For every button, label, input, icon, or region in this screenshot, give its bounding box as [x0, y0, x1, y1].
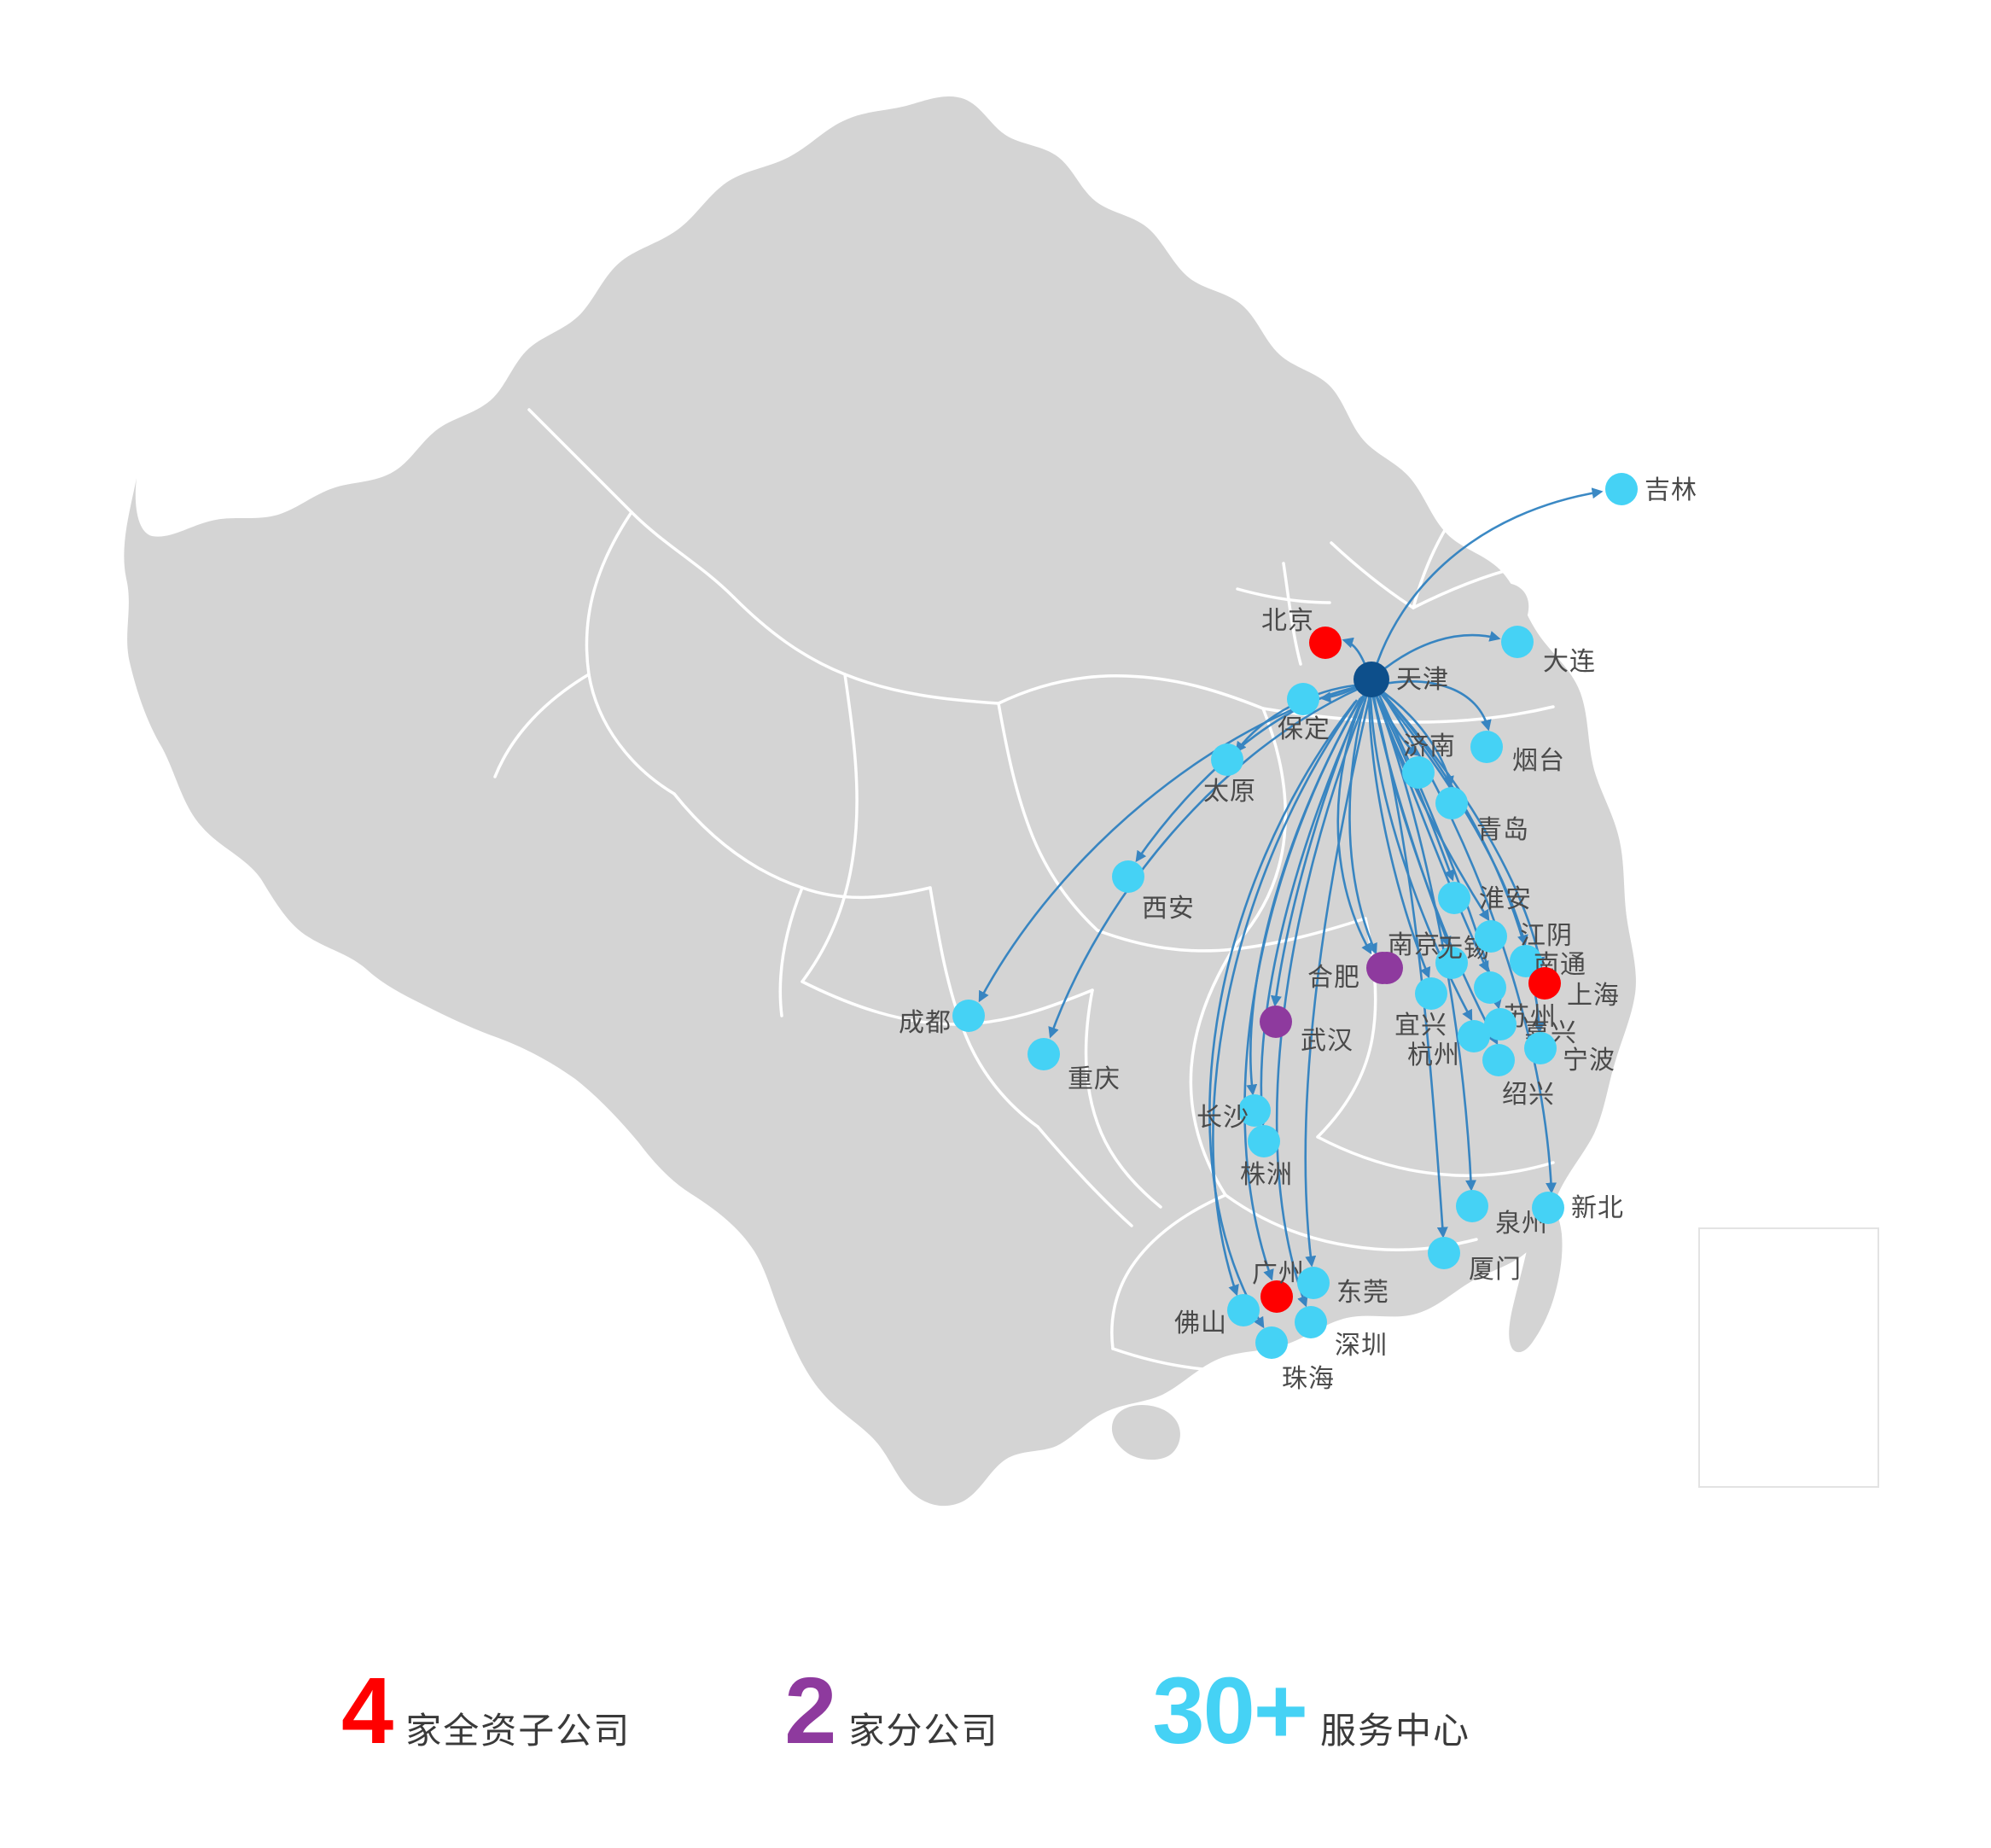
- stat-branches-label: 家分公司: [848, 1711, 999, 1751]
- city-label: 成都: [899, 1009, 952, 1037]
- city-dot-service_center[interactable]: [952, 1000, 985, 1032]
- city-label: 江阴: [1520, 922, 1573, 950]
- city-label: 淮安: [1479, 885, 1532, 913]
- stat-branches-number: 2: [784, 1659, 836, 1763]
- city-label: 佛山: [1174, 1309, 1227, 1338]
- city-label: 长沙: [1196, 1104, 1249, 1132]
- stat-subsidiaries: 4 家全资子公司: [341, 1664, 631, 1758]
- city-dot-hub[interactable]: [1354, 662, 1389, 697]
- route-yantai: [1378, 680, 1492, 732]
- city-label: 宁波: [1563, 1046, 1616, 1075]
- city-dot-service_center[interactable]: [1297, 1267, 1330, 1299]
- city-dot-service_center[interactable]: [1438, 882, 1470, 914]
- city-dot-service_center[interactable]: [1435, 787, 1468, 819]
- city-dot-service_center[interactable]: [1605, 473, 1638, 505]
- city-dot-service_center[interactable]: [1435, 947, 1468, 979]
- city-dot-service_center[interactable]: [1474, 971, 1506, 1004]
- city-label: 烟台: [1512, 747, 1565, 775]
- route-jilin: [1372, 487, 1604, 673]
- stat-service-centers: 30+ 服务中心: [1152, 1664, 1470, 1758]
- city-dot-service_center[interactable]: [1458, 1020, 1490, 1052]
- city-label: 重庆: [1068, 1065, 1121, 1093]
- stat-subsidiaries-number: 4: [341, 1659, 393, 1763]
- city-dot-branch[interactable]: [1260, 1006, 1292, 1038]
- city-dot-service_center[interactable]: [1470, 731, 1503, 763]
- city-dot-service_center[interactable]: [1501, 626, 1534, 658]
- city-dot-service_center[interactable]: [1248, 1125, 1280, 1157]
- city-dot-service_center[interactable]: [1295, 1306, 1327, 1338]
- city-label: 太原: [1203, 778, 1256, 806]
- hainan-island: [1111, 1405, 1180, 1460]
- city-dot-service_center[interactable]: [1428, 1237, 1460, 1269]
- city-dot-service_center[interactable]: [1112, 860, 1144, 893]
- route-foshan: [1212, 699, 1359, 1297]
- city-label: 合肥: [1307, 964, 1360, 992]
- south-china-sea-inset: [1698, 1227, 1879, 1488]
- city-label: 珠海: [1282, 1365, 1335, 1393]
- stat-branches: 2 家分公司: [784, 1664, 998, 1758]
- route-zhuzhou: [1256, 697, 1365, 1127]
- city-label: 东莞: [1336, 1279, 1389, 1307]
- city-dot-service_center[interactable]: [1287, 683, 1319, 715]
- city-dot-service_center[interactable]: [1532, 1192, 1564, 1224]
- city-label: 武汉: [1301, 1027, 1354, 1055]
- stat-subsidiaries-label: 家全资子公司: [405, 1711, 632, 1751]
- route-zhuhai: [1208, 701, 1357, 1329]
- city-dot-service_center[interactable]: [1475, 920, 1507, 953]
- city-label: 厦门: [1469, 1256, 1522, 1284]
- city-label: 宜兴: [1394, 1011, 1447, 1040]
- stat-service-centers-number: 30+: [1152, 1659, 1308, 1763]
- city-dot-service_center[interactable]: [1028, 1038, 1060, 1070]
- city-dot-service_center[interactable]: [1482, 1044, 1515, 1076]
- city-label: 保定: [1278, 715, 1330, 743]
- city-dot-service_center[interactable]: [1255, 1326, 1288, 1359]
- city-label: 南京: [1388, 931, 1441, 959]
- route-jiaxing: [1377, 694, 1502, 1010]
- city-dot-service_center[interactable]: [1238, 1094, 1271, 1127]
- route-quanzhou: [1376, 697, 1477, 1192]
- city-label: 绍兴: [1502, 1081, 1555, 1109]
- city-dot-service_center[interactable]: [1415, 977, 1447, 1010]
- city-dot-subsidiary[interactable]: [1528, 967, 1561, 1000]
- route-hefei: [1336, 692, 1372, 955]
- city-dot-service_center[interactable]: [1402, 756, 1435, 789]
- city-dot-subsidiary[interactable]: [1260, 1280, 1293, 1313]
- route-dalian: [1377, 631, 1501, 676]
- city-label: 新北: [1571, 1194, 1624, 1222]
- city-dot-service_center[interactable]: [1456, 1190, 1488, 1222]
- taiwan-island: [1509, 1197, 1563, 1353]
- city-dot-service_center[interactable]: [1227, 1294, 1260, 1326]
- stat-service-centers-label: 服务中心: [1320, 1711, 1471, 1751]
- route-chongqing: [1048, 686, 1361, 1039]
- city-dot-service_center[interactable]: [1211, 743, 1243, 776]
- city-label: 杭州: [1407, 1041, 1460, 1070]
- city-label: 济南: [1403, 732, 1456, 761]
- city-label: 株洲: [1240, 1161, 1293, 1189]
- city-label: 青岛: [1476, 816, 1529, 844]
- city-label: 深圳: [1335, 1332, 1388, 1360]
- route-xiamen: [1372, 699, 1448, 1239]
- city-label: 北京: [1261, 607, 1314, 635]
- city-label: 吉林: [1645, 476, 1697, 504]
- city-label: 西安: [1142, 895, 1195, 923]
- city-dot-branch[interactable]: [1371, 952, 1403, 984]
- route-guangzhou: [1243, 697, 1362, 1281]
- route-nanjing: [1348, 692, 1377, 955]
- city-label: 上海: [1567, 982, 1620, 1010]
- city-label: 大连: [1543, 648, 1596, 676]
- city-label: 天津: [1396, 666, 1449, 694]
- route-dongguan: [1304, 699, 1371, 1268]
- city-label: 广州: [1252, 1260, 1305, 1288]
- city-dot-service_center[interactable]: [1524, 1032, 1557, 1064]
- city-dot-subsidiary[interactable]: [1309, 627, 1342, 659]
- stats-bar: 4 家全资子公司 2 家分公司 30+ 服务中心: [0, 1605, 1991, 1758]
